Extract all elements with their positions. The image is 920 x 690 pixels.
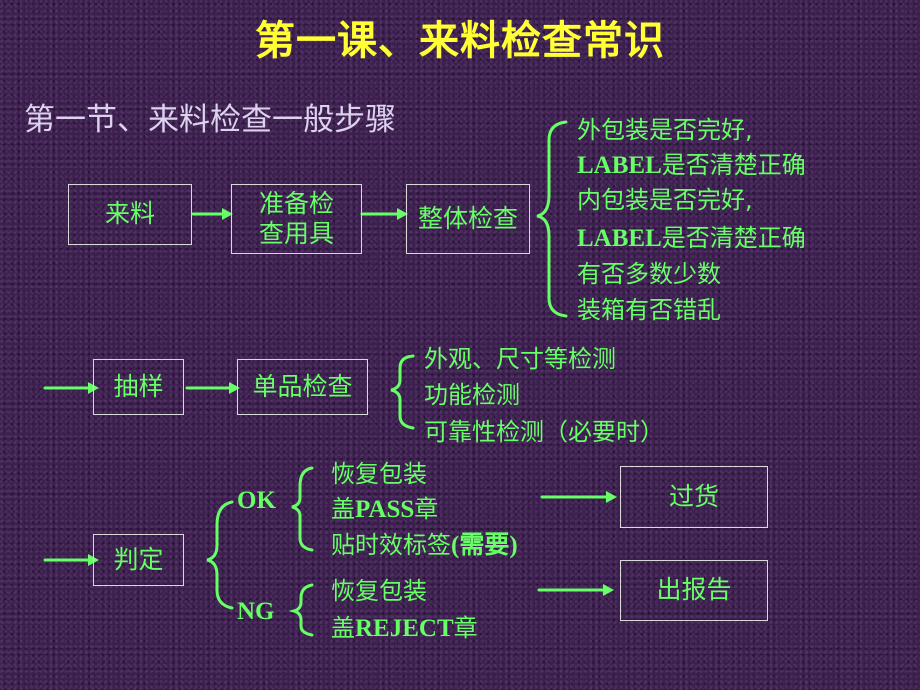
overall-item-outer-pack: 外包装是否完好,: [577, 116, 753, 144]
single-item-function: 功能检测: [424, 381, 520, 409]
page-title: 第一课、来料检查常识: [255, 18, 665, 64]
pass-goods-box: 过货: [620, 466, 768, 528]
single-item-reliability: 可靠性检测（必要时）: [424, 418, 664, 446]
brace-overall: [536, 120, 568, 318]
overall-check-label: 整体检查: [417, 203, 518, 233]
single-item-appearance: 外观、尺寸等检测: [424, 345, 616, 373]
incoming-material-box: 来料: [68, 184, 192, 245]
section-subtitle: 第一节、来料检查一般步骤: [24, 102, 396, 138]
prepare-tools-line1: 准备检: [258, 188, 334, 218]
brace-judge: [206, 500, 234, 610]
judge-label: 判定: [113, 544, 164, 574]
overall-item-quantity: 有否多数少数: [577, 260, 721, 288]
report-label: 出报告: [656, 575, 732, 605]
incoming-material-label: 来料: [104, 199, 155, 229]
brace-ok: [291, 466, 314, 552]
pass-goods-label: 过货: [668, 481, 719, 511]
ng-label: NG: [237, 598, 275, 625]
ok-item-pass-stamp: 盖PASS章: [331, 495, 439, 523]
prepare-tools-line2: 查用具: [258, 219, 334, 248]
single-check-label: 单品检查: [252, 371, 353, 401]
ok-item-restore: 恢复包装: [331, 460, 427, 488]
overall-item-label-2: LABEL是否清楚正确: [577, 224, 806, 252]
brace-ng: [288, 583, 314, 637]
single-check-box: 单品检查: [237, 359, 368, 415]
ng-item-reject-stamp: 盖REJECT章: [331, 614, 478, 642]
sampling-label: 抽样: [113, 371, 164, 401]
overall-item-inner-pack: 内包装是否完好,: [577, 186, 753, 214]
overall-check-box: 整体检查: [406, 184, 530, 254]
overall-item-packing: 装箱有否错乱: [577, 296, 721, 324]
prepare-tools-box: 准备检查用具: [231, 184, 362, 254]
sampling-box: 抽样: [93, 359, 184, 415]
judge-box: 判定: [93, 534, 184, 586]
ng-item-restore: 恢复包装: [331, 577, 427, 605]
ok-item-label: 贴时效标签(需要): [331, 531, 518, 559]
overall-item-label-1: LABEL是否清楚正确: [577, 151, 806, 179]
ok-label: OK: [237, 487, 276, 514]
brace-single: [390, 354, 415, 430]
report-box: 出报告: [620, 560, 768, 621]
